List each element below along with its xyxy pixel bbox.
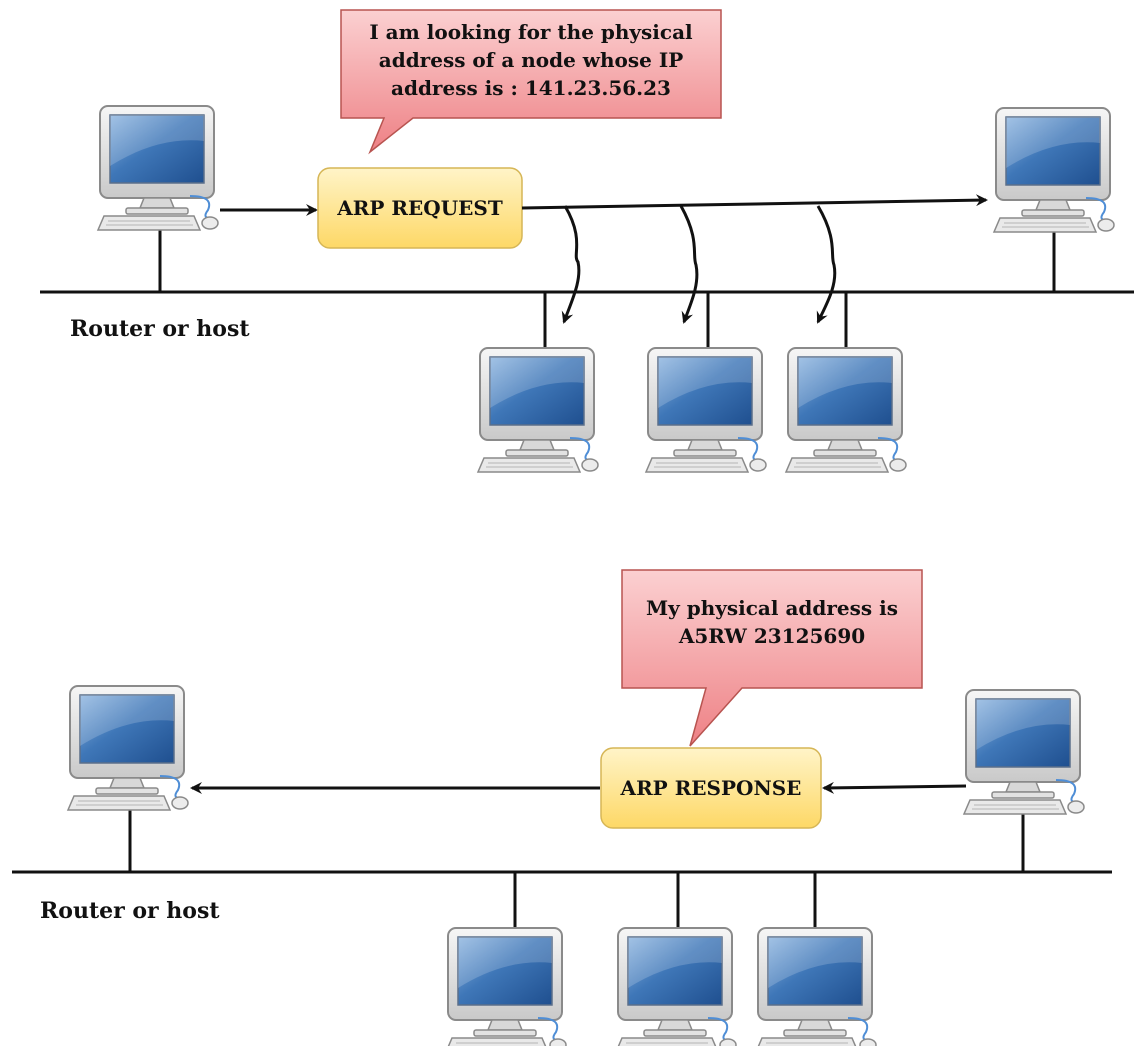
host-computer-icon	[785, 347, 907, 473]
host-computer-icon	[755, 927, 877, 1046]
target-computer-icon	[993, 107, 1115, 233]
request-callout-line: I am looking for the physical	[369, 20, 693, 44]
host-computer-icon	[477, 347, 599, 473]
responder-computer-icon	[963, 689, 1085, 815]
sender-computer-icon	[97, 105, 219, 231]
host-computer-icon	[645, 347, 767, 473]
sender-computer-icon	[67, 685, 189, 811]
request-callout	[340, 9, 722, 155]
host-computer-icon	[615, 927, 737, 1046]
response-callout-line: My physical address is	[646, 596, 898, 620]
request-callout-text: I am looking for the physical address of…	[341, 18, 721, 102]
request-callout-line: address is : 141.23.56.23	[391, 76, 671, 100]
response-callout	[621, 569, 923, 747]
arp-response-label: ARP RESPONSE	[620, 776, 802, 800]
broadcast-arrow	[521, 194, 988, 210]
response-in-arrow	[822, 781, 967, 794]
broadcast-drop-arrow	[561, 205, 581, 324]
response-callout-line: A5RW 23125690	[678, 624, 866, 648]
arp-request-label: ARP REQUEST	[337, 196, 503, 220]
request-network-label: Router or host	[70, 316, 250, 342]
response-callout-text: My physical address is A5RW 23125690	[622, 594, 922, 650]
broadcast-drop-arrow	[679, 205, 699, 324]
response-network-label: Router or host	[40, 898, 220, 924]
broadcast-drop-arrow	[816, 205, 837, 324]
request-callout-line: address of a node whose IP	[378, 48, 684, 72]
arp-response-box	[600, 747, 822, 829]
host-computer-icon	[445, 927, 567, 1046]
